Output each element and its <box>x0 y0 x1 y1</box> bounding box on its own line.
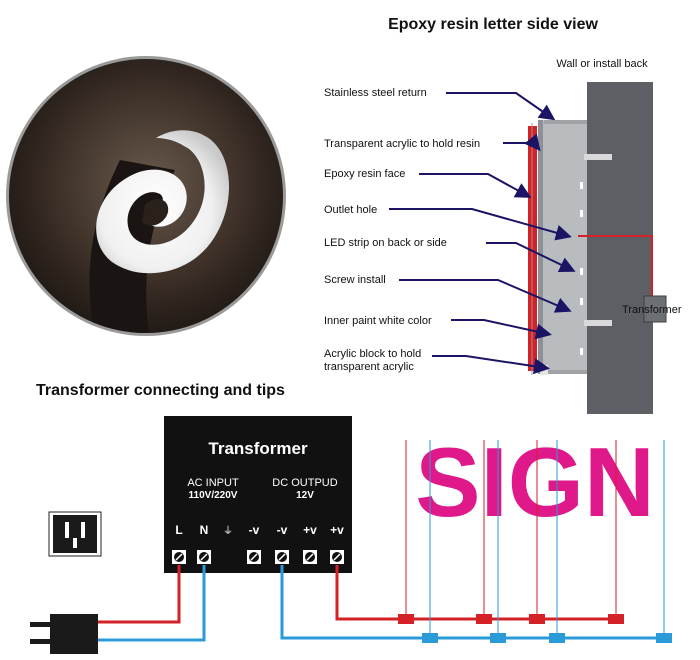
power-plug-icon <box>30 614 98 654</box>
inner-cavity <box>538 120 587 374</box>
terminal-label-neg1: -v <box>249 523 260 537</box>
label-stainless-steel-return: Stainless steel return <box>324 87 427 99</box>
ac-input-value: 110V/220V <box>189 490 238 501</box>
terminal-screw-icon <box>330 550 344 564</box>
label-transparent-acrylic: Transparent acrylic to hold resin <box>324 138 480 150</box>
terminal-screw-icon <box>275 550 289 564</box>
pointer-acrylic <box>503 133 541 152</box>
side-view-labels: Stainless steel return Transparent acryl… <box>324 87 480 373</box>
glowing-letter <box>96 130 230 274</box>
ac-live-wire <box>98 565 181 624</box>
wall-label: Wall or install back <box>556 58 648 70</box>
pointer-resin-face <box>419 173 532 198</box>
dc-output-value: 12V <box>296 490 314 501</box>
terminal-label-pos2: +v <box>330 523 344 537</box>
side-transformer-label: Transformer <box>622 304 682 316</box>
screw-top <box>584 154 612 160</box>
label-screw-install: Screw install <box>324 274 386 286</box>
sign-letters: SIGN <box>415 427 655 537</box>
terminal-screw-icon <box>303 550 317 564</box>
label-outlet-hole: Outlet hole <box>324 204 377 216</box>
pointer-acrylic-block <box>432 355 550 375</box>
outlet-wire <box>578 235 653 296</box>
pointer-outlet <box>389 208 572 241</box>
ac-input-label: AC INPUT <box>187 477 239 489</box>
ac-neutral-wire <box>98 565 206 642</box>
label-epoxy-resin-face: Epoxy resin face <box>324 168 405 180</box>
pointer-stainless <box>446 92 556 121</box>
wall <box>587 82 653 414</box>
label-pointers <box>389 92 576 375</box>
terminal-label-neg2: -v <box>277 523 288 537</box>
transformer-title: Transformer <box>208 439 308 458</box>
terminal-label-pos1: +v <box>303 523 317 537</box>
label-led-strip: LED strip on back or side <box>324 237 447 249</box>
letter-inner-hole <box>142 199 169 226</box>
dc-positive-bus <box>335 565 622 621</box>
dc-negative-bus <box>280 565 664 640</box>
terminal-screw-icon <box>172 550 186 564</box>
terminal-label-ground: ⏚ <box>223 525 233 537</box>
product-photo <box>6 56 286 336</box>
terminal-screws <box>172 550 344 564</box>
transparent-acrylic <box>538 120 543 374</box>
led-strip <box>580 182 583 355</box>
dc-output-label: DC OUTPUD <box>272 477 337 489</box>
terminal-screw-icon <box>247 550 261 564</box>
transformer-box: Transformer AC INPUT 110V/220V DC OUTPUD… <box>164 416 352 573</box>
terminal-label-n: N <box>200 523 209 537</box>
letter-leads <box>405 440 665 638</box>
label-acrylic-block-line2: transparent acrylic <box>324 361 414 373</box>
screw-bottom <box>584 320 612 326</box>
wire-connectors <box>398 614 672 643</box>
pointer-inner-paint <box>451 319 552 340</box>
wiring-title: Transformer connecting and tips <box>36 382 285 399</box>
label-inner-paint: Inner paint white color <box>324 315 432 327</box>
pointer-screw <box>399 279 572 313</box>
pointer-led <box>486 242 576 272</box>
terminal-screw-icon <box>197 550 211 564</box>
side-transformer <box>643 295 667 323</box>
terminal-label-l: L <box>175 523 182 537</box>
wall-socket-icon <box>48 511 102 557</box>
side-view-title: Epoxy resin letter side view <box>388 16 598 33</box>
label-acrylic-block-line1: Acrylic block to hold <box>324 348 421 360</box>
